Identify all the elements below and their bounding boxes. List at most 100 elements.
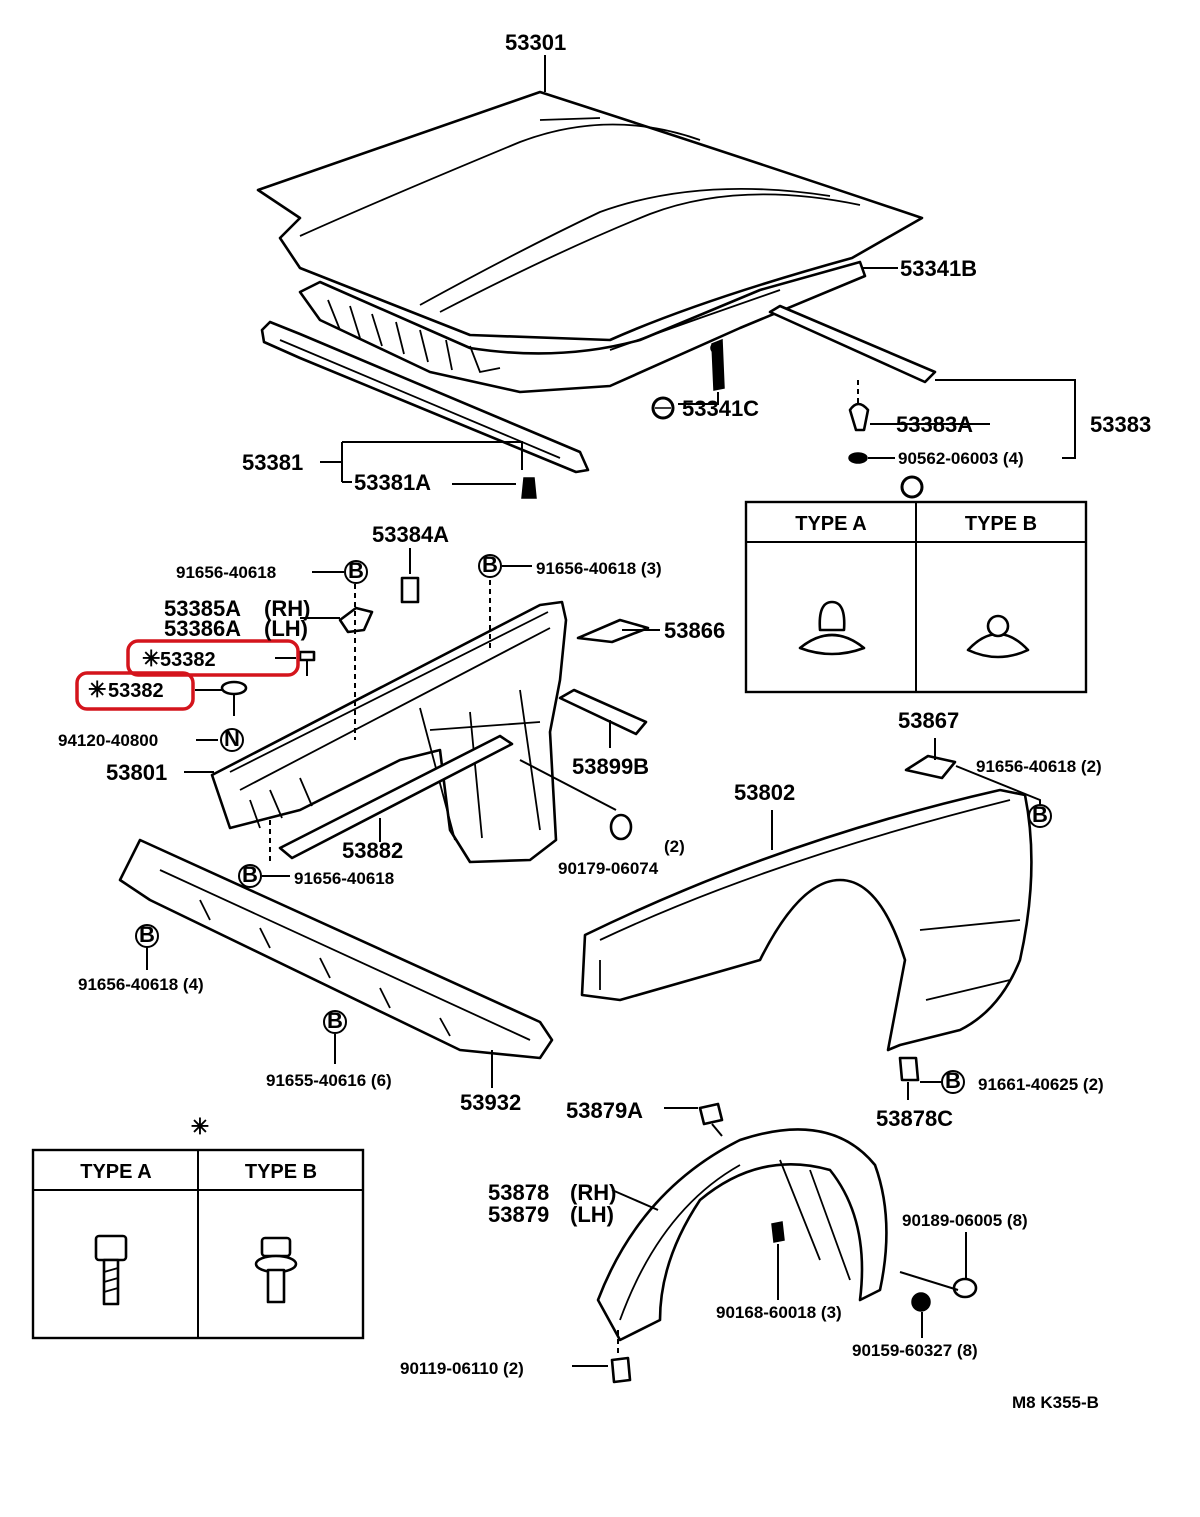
label-90189: 90189-06005 (8)	[902, 1211, 1028, 1230]
svg-text:✳: ✳	[191, 1114, 209, 1139]
label-53801: 53801	[106, 760, 167, 785]
label-53386a: 53386A	[164, 616, 241, 641]
label-90119: 90119-06110 (2)	[400, 1359, 524, 1378]
svg-text:B: B	[348, 558, 364, 583]
callout-b-2: B	[478, 552, 502, 578]
bolt-type-table: ✳ TYPE A TYPE B	[31, 1114, 365, 1340]
bracket-53867	[904, 754, 957, 780]
svg-text:✳: ✳	[142, 646, 160, 671]
svg-text:✳: ✳	[88, 677, 106, 702]
label-90179-qty: (2)	[664, 837, 685, 856]
fender-apron	[210, 600, 568, 864]
label-91656-c: 91656-40618	[294, 869, 394, 888]
callout-b-5: B	[135, 922, 159, 948]
clip-type-table: TYPE A TYPE B	[744, 500, 1088, 694]
highlight-53382-bottom	[75, 671, 195, 711]
screw-90159	[911, 1292, 931, 1312]
label-90562: 90562-06003 (4)	[898, 449, 1024, 468]
label-53802: 53802	[734, 780, 795, 805]
label-53301: 53301	[505, 30, 566, 55]
label-90168: 90168-60018 (3)	[716, 1303, 842, 1322]
bolt-type-b-icon	[254, 1236, 298, 1304]
label-91655: 91655-40616 (6)	[266, 1071, 392, 1090]
label-53879-side: (LH)	[570, 1202, 614, 1227]
callout-b-6: B	[323, 1008, 347, 1034]
svg-text:B: B	[482, 552, 498, 577]
bolt-table-type-b: TYPE B	[245, 1161, 317, 1183]
label-53866: 53866	[664, 618, 725, 643]
hood-inner-frame	[298, 260, 867, 394]
label-53386a-side: (LH)	[264, 616, 308, 641]
svg-text:B: B	[1032, 802, 1048, 827]
label-90179: 90179-06074	[558, 859, 659, 878]
nut-90179	[609, 813, 633, 841]
part-labels: 53301 53341B 53341C 53383A 53383 90562-0…	[58, 30, 1151, 1412]
callout-b-4: B	[1028, 802, 1052, 828]
label-53867: 53867	[898, 708, 959, 733]
callout-b-3: B	[238, 862, 262, 888]
label-53879a: 53879A	[566, 1098, 643, 1123]
label-53932: 53932	[460, 1090, 521, 1115]
label-53878c: 53878C	[876, 1106, 953, 1131]
label-90159: 90159-60327 (8)	[852, 1341, 978, 1360]
bolt-53382-top	[298, 650, 316, 676]
bracket-53899b	[558, 688, 648, 736]
clip-90119	[610, 1356, 632, 1384]
front-fender	[580, 788, 1033, 1052]
washer-icon-2	[900, 475, 924, 499]
reference-code: M8 K355-B	[1012, 1393, 1099, 1412]
label-53341b: 53341B	[900, 256, 977, 281]
label-91656-a: 91656-40618	[176, 563, 276, 582]
hood-seal-53383	[768, 304, 937, 384]
label-53381: 53381	[242, 450, 303, 475]
clip-table-type-b: TYPE B	[965, 513, 1037, 535]
callout-n: N	[220, 726, 244, 752]
clip-53381a	[521, 477, 537, 499]
callout-b-1: B	[344, 558, 368, 584]
screw-90168	[771, 1221, 785, 1243]
label-91656-b: 91656-40618 (3)	[536, 559, 662, 578]
svg-text:B: B	[139, 922, 155, 947]
label-53383: 53383	[1090, 412, 1151, 437]
svg-text:B: B	[945, 1068, 961, 1093]
bracket-53866	[576, 618, 650, 644]
nut-90189	[952, 1277, 978, 1299]
fender-liner	[596, 1128, 888, 1342]
bolt-type-a-icon	[94, 1234, 128, 1306]
label-91656-e: 91656-40618 (4)	[78, 975, 204, 994]
hood-panel	[256, 90, 924, 342]
clip-53384a	[400, 576, 420, 604]
clip-53878c	[898, 1056, 920, 1082]
svg-text:N: N	[224, 726, 240, 751]
label-53382-top: 53382	[160, 649, 216, 671]
label-91661: 91661-40625 (2)	[978, 1075, 1104, 1094]
lower-support-53932	[118, 838, 554, 1060]
clip-53383a	[848, 402, 870, 464]
bolt-53382-bottom	[220, 680, 248, 716]
label-53381a: 53381A	[354, 470, 431, 495]
clip-53879a	[698, 1102, 724, 1126]
apron-brace-53882	[278, 734, 514, 860]
label-53882: 53882	[342, 838, 403, 863]
label-53385a: 53385A	[164, 596, 241, 621]
svg-text:B: B	[242, 862, 258, 887]
clip-type-b-icon	[966, 614, 1030, 659]
label-53383a: 53383A	[896, 412, 973, 437]
label-53878: 53878	[488, 1180, 549, 1205]
callout-b-7: B	[941, 1068, 965, 1094]
svg-text:B: B	[327, 1008, 343, 1033]
label-53899b: 53899B	[572, 754, 649, 779]
label-53878-side: (RH)	[570, 1180, 616, 1205]
clip-type-a-icon	[798, 600, 866, 656]
bolt-table-type-a: TYPE A	[80, 1161, 152, 1183]
clip-table-type-a: TYPE A	[795, 513, 867, 535]
label-91656-d: 91656-40618 (2)	[976, 757, 1102, 776]
highlight-53382-top	[126, 639, 300, 677]
label-53341c: 53341C	[682, 396, 759, 421]
label-53384a: 53384A	[372, 522, 449, 547]
washer-icon	[651, 396, 675, 420]
clip-53341c	[710, 338, 725, 391]
label-53879: 53879	[488, 1202, 549, 1227]
hood-front-strip	[260, 320, 590, 474]
